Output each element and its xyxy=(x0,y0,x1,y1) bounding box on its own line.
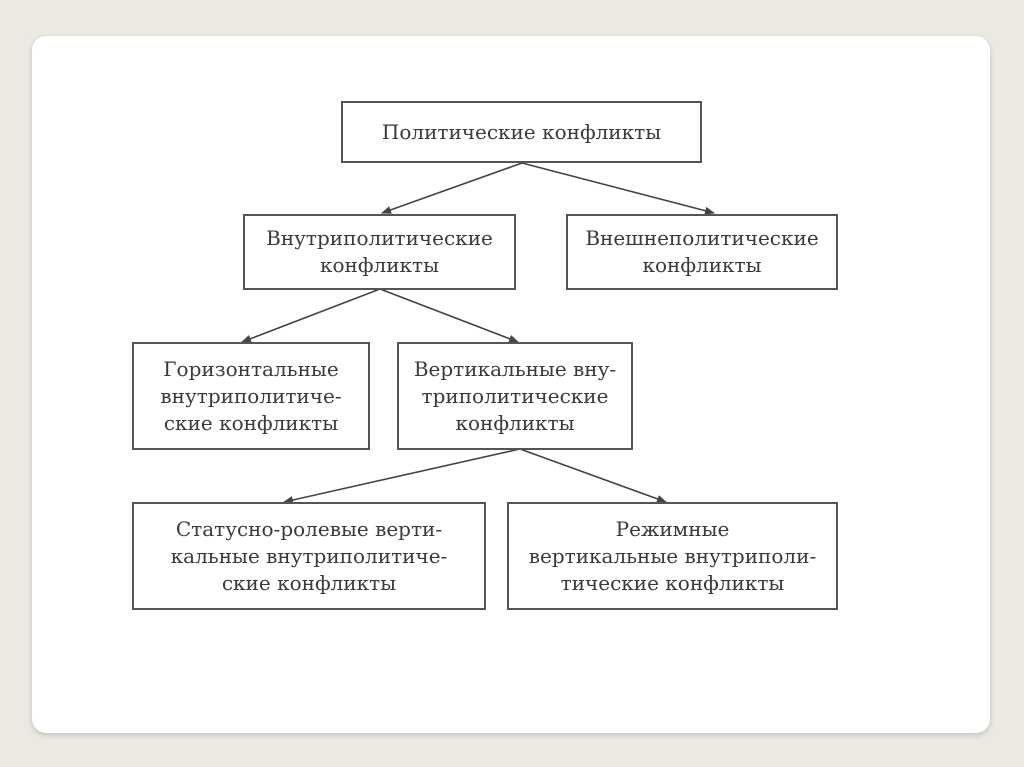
node-status-role-conflicts: Статусно-ролевые верти- кальные внутрипо… xyxy=(132,502,486,610)
node-external-conflicts: Внешнеполитические конфликты xyxy=(566,214,838,290)
node-internal-conflicts: Внутриполитические конфликты xyxy=(243,214,516,290)
edge-political-internal xyxy=(381,162,523,214)
edge-vertical-regime xyxy=(519,448,667,503)
node-political-conflicts: Политические конфликты xyxy=(341,101,702,163)
edge-internal-vertical xyxy=(379,288,519,343)
edge-internal-horizontal xyxy=(241,288,381,343)
node-vertical-conflicts: Вертикальные вну- триполитические конфли… xyxy=(397,342,633,450)
edge-vertical-status-role xyxy=(283,448,521,504)
edge-political-external xyxy=(521,162,715,215)
node-regime-conflicts: Режимные вертикальные внутриполи- тическ… xyxy=(507,502,838,610)
node-horizontal-conflicts: Горизонтальные внутриполитиче- ские конф… xyxy=(132,342,370,450)
